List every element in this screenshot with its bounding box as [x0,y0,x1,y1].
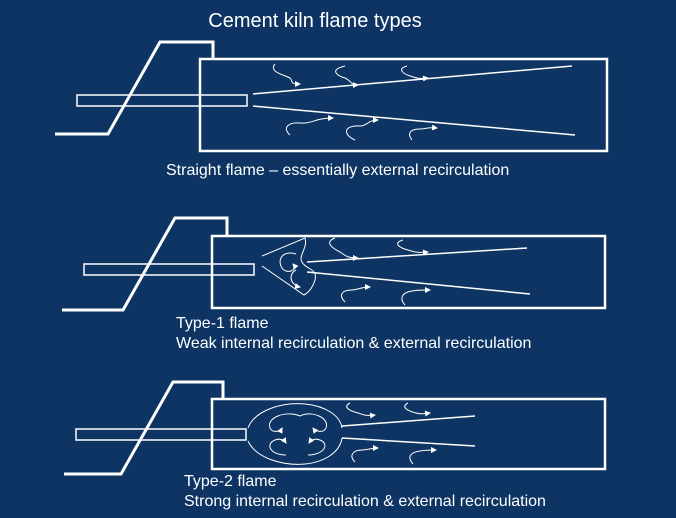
type1-flame-panel [62,216,607,312]
caption-line: Type-1 flame [176,315,269,332]
burner-pipe [83,263,255,276]
kiln-tube [210,234,607,310]
type2-flame-panel [64,380,607,476]
flame-root-outline [261,237,316,296]
kiln-hood-outline [64,380,225,476]
type2-flame-caption: Type-2 flame Strong internal recirculati… [184,472,546,512]
straight-flame-panel [55,40,609,153]
flame-upper-boundary [252,65,573,95]
type1-flame-caption: Type-1 flame Weak internal recirculation… [176,314,531,354]
caption-line: Strong internal recirculation & external… [184,493,546,510]
flame-lower-boundary [341,437,476,447]
flame-lower-boundary [306,271,531,295]
caption-line: Weak internal recirculation & external r… [176,335,532,352]
straight-flame-caption: Straight flame – essentially external re… [166,161,509,181]
diagram-title: Cement kiln flame types [208,10,422,32]
caption-line: Type-2 flame [184,473,277,490]
burner-pipe [76,94,248,107]
flame-upper-boundary [306,247,528,263]
recirculation-eddies [269,402,437,465]
kiln-tube [198,57,609,153]
recirculation-eddies [272,63,438,141]
flame-upper-boundary [341,415,476,427]
kiln-hood-outline [55,40,215,136]
flame-lower-boundary [252,105,576,136]
flame-root-outline [247,403,343,465]
recirculation-eddies [279,237,431,306]
caption-line: Straight flame – essentially external re… [166,162,510,179]
kiln-tube [210,397,607,471]
kiln-hood-outline [62,216,229,312]
burner-pipe [75,428,247,441]
